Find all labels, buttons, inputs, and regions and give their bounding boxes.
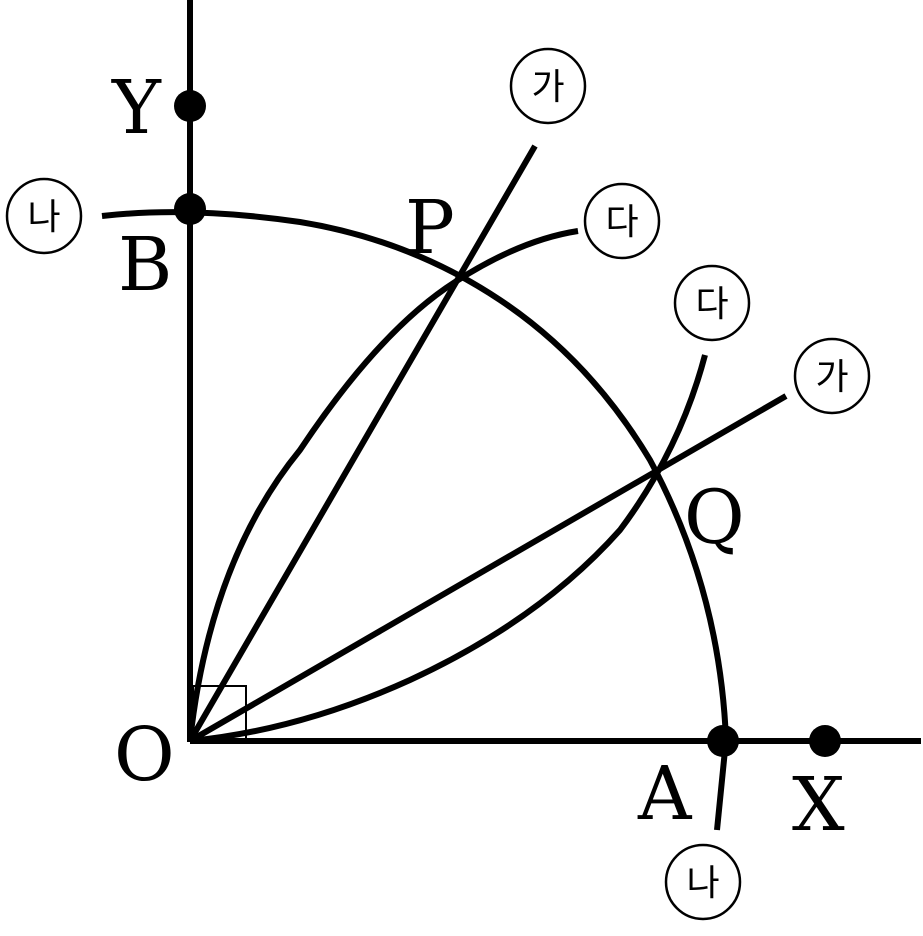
arc-da-lower (189, 354, 708, 744)
circled-label-ga-top: 가 (509, 47, 587, 125)
arc-da-upper (187, 228, 579, 742)
point-y-dot (174, 90, 206, 122)
circled-label-ga-right-text: 가 (815, 357, 848, 398)
label-q: Q (684, 475, 745, 561)
point-a-dot (707, 725, 739, 757)
point-x-dot (809, 725, 841, 757)
arc-na (101, 209, 730, 831)
label-p: P (405, 185, 455, 271)
circled-label-ga-top-text: 가 (531, 67, 564, 108)
ray-ga-upper (187, 144, 538, 743)
circled-label-na-left-text: 나 (27, 197, 60, 238)
circled-label-ga-right: 가 (793, 337, 871, 415)
circled-label-da-lower: 다 (673, 264, 751, 342)
label-x: X (792, 762, 845, 848)
circled-label-na-left: 나 (5, 177, 83, 255)
label-o: O (114, 712, 175, 798)
ray-ga-lower (188, 393, 788, 744)
circled-label-da-upper-text: 다 (605, 202, 638, 243)
circled-label-da-upper: 다 (583, 182, 661, 260)
circled-label-na-bottom: 나 (664, 843, 742, 921)
label-b: B (118, 222, 172, 308)
circled-label-da-lower-text: 다 (695, 284, 728, 325)
circled-label-na-bottom-text: 나 (686, 863, 719, 904)
point-b-dot (174, 193, 206, 225)
label-y: Y (111, 65, 162, 151)
label-a: A (637, 751, 693, 837)
